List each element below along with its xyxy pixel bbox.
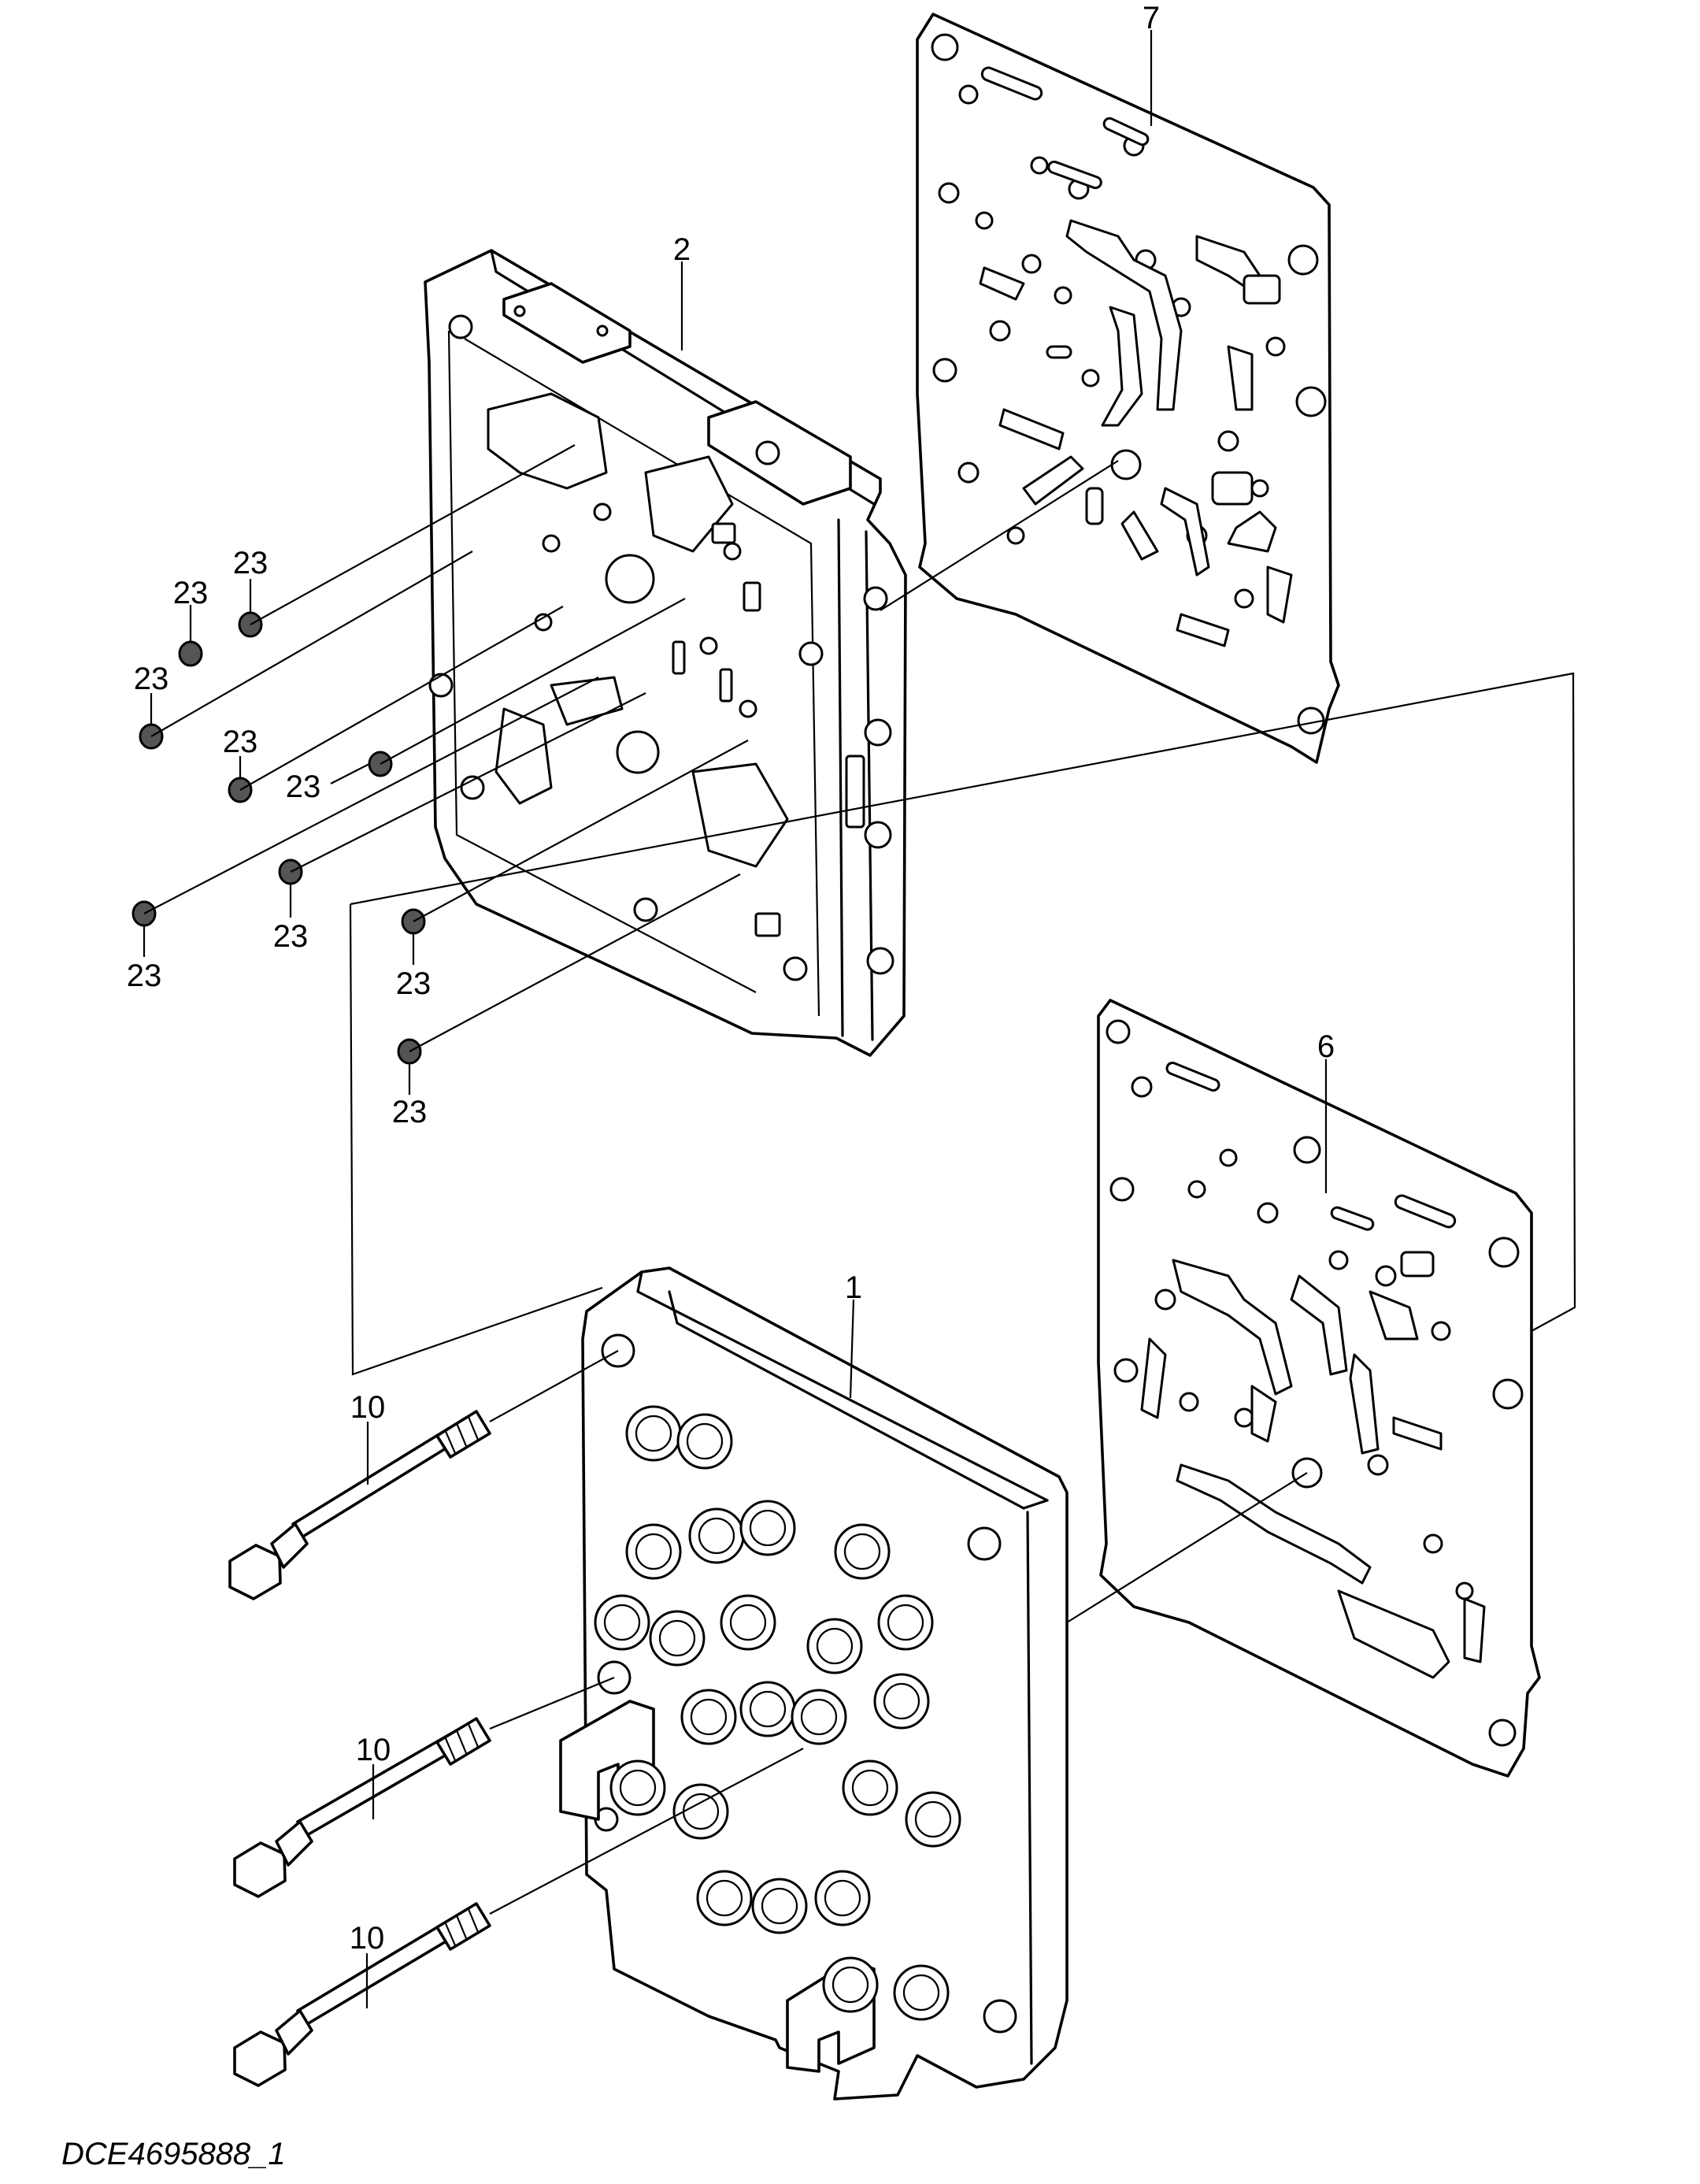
callout-10-middle: 10 [356, 1733, 391, 1767]
callout-1: 1 [845, 1270, 862, 1305]
callout-23-d: 23 [223, 725, 258, 759]
plate-6 [1097, 999, 1541, 1778]
bolt-10-middle [233, 1717, 491, 1898]
callout-6: 6 [1317, 1029, 1335, 1064]
callout-23-b: 23 [233, 546, 269, 580]
body-ports [594, 1405, 961, 2021]
callout-23-a: 23 [173, 576, 209, 610]
callout-10-top: 10 [350, 1390, 386, 1425]
o-rings-23 [131, 611, 426, 1065]
drawing-code: DCE4695888_1 [61, 2137, 286, 2171]
plate-7 [916, 13, 1340, 764]
part-1-body [559, 1266, 1069, 2101]
bolt-10-bottom [233, 1902, 491, 2087]
callout-10-bottom: 10 [350, 1921, 385, 1956]
callout-23-g: 23 [273, 919, 309, 954]
plate-2 [424, 249, 907, 1057]
callout-2: 2 [673, 232, 691, 267]
callout-23-h: 23 [396, 966, 431, 1001]
callout-23-e: 23 [286, 769, 321, 804]
leader-lines [143, 30, 1576, 2008]
callout-23-f: 23 [127, 959, 162, 993]
bolt-10-top [228, 1410, 491, 1600]
callout-23-i: 23 [392, 1095, 428, 1129]
callout-7: 7 [1143, 1, 1160, 35]
callout-23-c: 23 [134, 662, 169, 696]
